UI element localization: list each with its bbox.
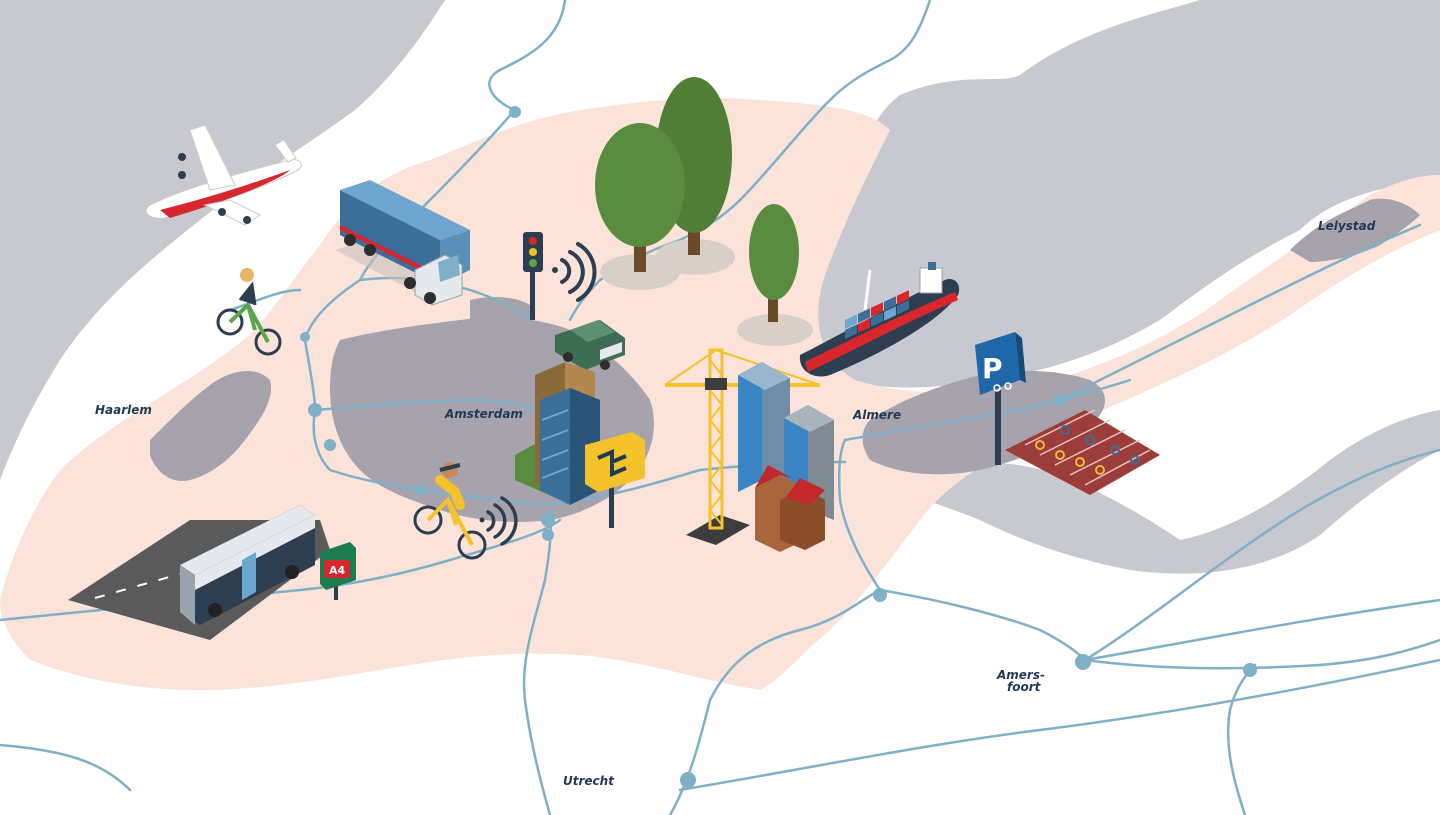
cyclist-icon <box>216 268 282 356</box>
label-haarlem: Haarlem <box>95 403 152 417</box>
urban-haarlem <box>150 370 271 481</box>
trees-icon <box>595 77 813 346</box>
station-sign-icon <box>585 432 645 528</box>
lake-south <box>850 410 1440 574</box>
label-lelystad: Lelystad <box>1318 219 1376 233</box>
urban-north <box>470 297 532 341</box>
label-amersfoort-2: foort <box>1007 680 1042 694</box>
traffic-light-icon <box>523 232 543 320</box>
truck-icon <box>335 180 470 306</box>
label-amersfoort-1: Amers- <box>996 668 1045 682</box>
urban-lelystad <box>1290 198 1420 262</box>
highway-sign-label: A4 <box>329 564 346 577</box>
bike-parking-icon <box>1005 409 1160 495</box>
label-utrecht: Utrecht <box>563 774 615 788</box>
cyclist-yellow-icon <box>413 462 487 560</box>
label-amsterdam: Amsterdam <box>444 407 523 421</box>
label-almere: Almere <box>852 408 901 422</box>
houses-icon <box>755 465 825 552</box>
parking-sign-label: P <box>982 352 1003 385</box>
bus-icon <box>180 505 315 625</box>
highway-sign-icon: A4 <box>320 542 356 600</box>
wifi-icon <box>552 242 597 302</box>
wifi-bike-icon <box>479 496 518 546</box>
parking-sign-icon: P <box>975 332 1026 465</box>
car-icon <box>555 320 625 370</box>
sea <box>0 0 445 480</box>
cargo-ship-icon <box>799 262 960 377</box>
airplane-icon <box>145 124 302 226</box>
rail-stations <box>300 106 1257 788</box>
